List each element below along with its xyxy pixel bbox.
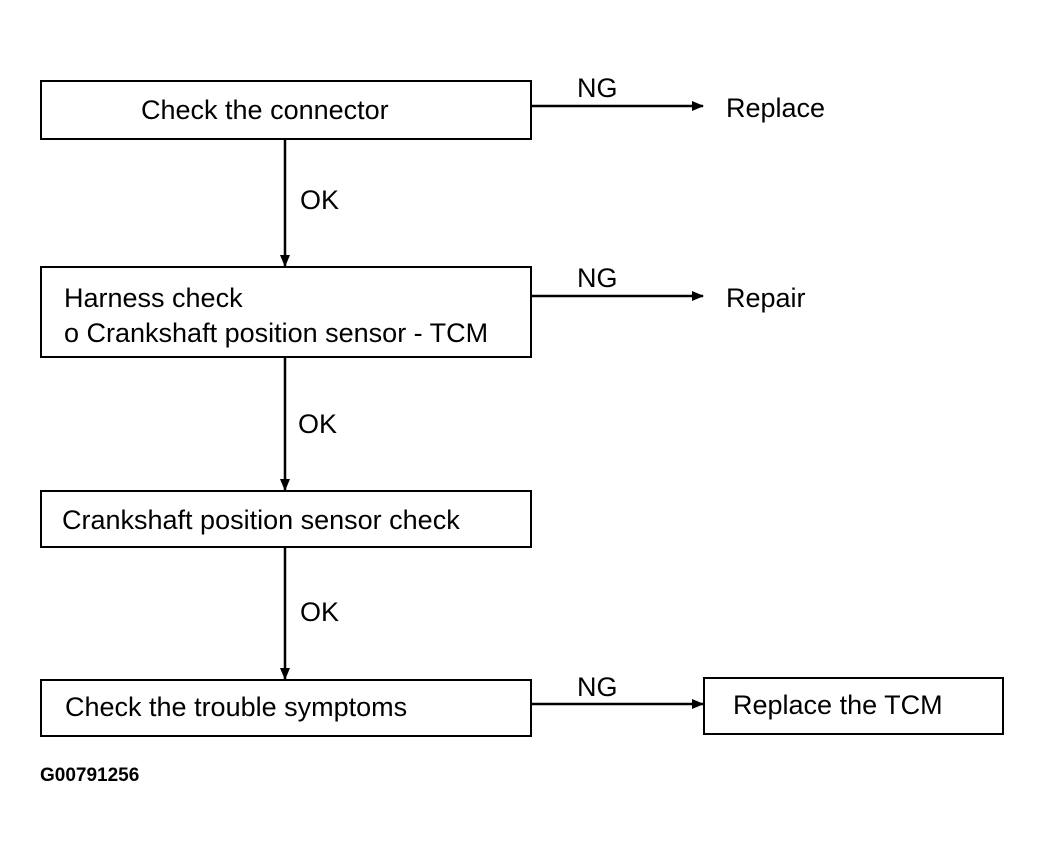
step-text-harness-check: Harness check bbox=[64, 283, 243, 313]
step-box-trouble-symptoms bbox=[40, 679, 532, 737]
figure-id: G00791256 bbox=[40, 765, 140, 786]
ng-label-1: NG bbox=[577, 73, 618, 103]
step-text-harness-check-detail: o Crankshaft position sensor - TCM bbox=[64, 318, 489, 348]
step-box-check-connector bbox=[40, 80, 532, 140]
outcome-box-replace-tcm bbox=[703, 677, 1004, 735]
ok-label-3: OK bbox=[300, 597, 340, 627]
outcome-text-replace: Replace bbox=[726, 93, 826, 123]
step-text-trouble-symptoms: Check the trouble symptoms bbox=[65, 692, 408, 722]
ng-label-3: NG bbox=[577, 672, 618, 702]
ng-label-2: NG bbox=[577, 263, 618, 293]
step-box-sensor-check bbox=[40, 490, 532, 548]
step-box-harness-check bbox=[40, 266, 532, 358]
ok-label-1: OK bbox=[300, 185, 340, 215]
outcome-text-repair: Repair bbox=[726, 283, 806, 313]
step-text-check-connector: Check the connector bbox=[141, 95, 389, 125]
outcome-text-replace-tcm: Replace the TCM bbox=[733, 690, 943, 720]
ok-label-2: OK bbox=[298, 409, 338, 439]
step-text-sensor-check: Crankshaft position sensor check bbox=[62, 505, 460, 535]
